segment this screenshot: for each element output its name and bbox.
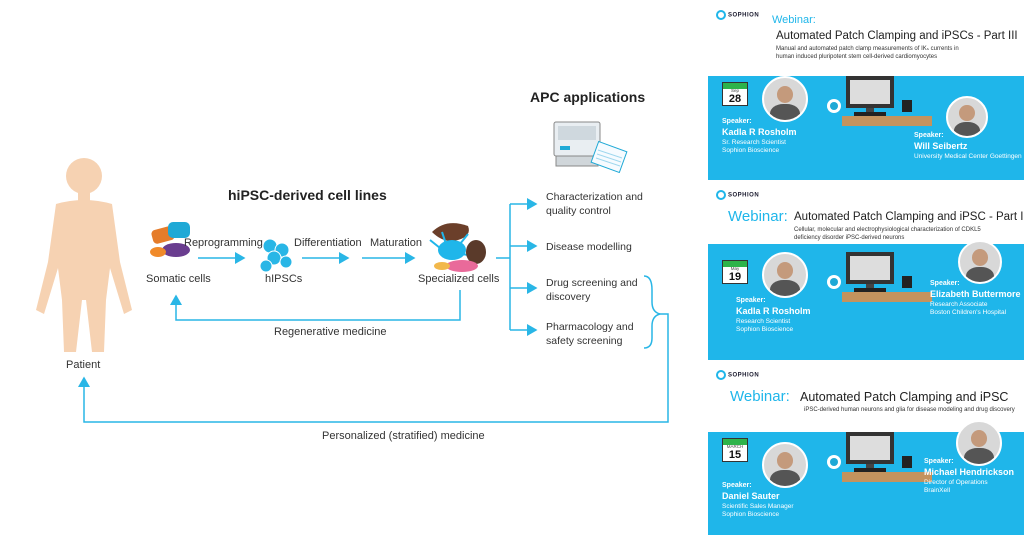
ipsc-workflow-diagram: hiPSC-derived cell lines APC application… xyxy=(36,89,669,442)
sophion-logo: SOPHION xyxy=(716,10,759,20)
hipscs-icon xyxy=(259,238,293,273)
webinar-card-3[interactable]: SOPHION Webinar: Automated Patch Clampin… xyxy=(708,360,1024,535)
webinar-prefix: Webinar: xyxy=(730,388,790,405)
app-pharmacology: Pharmacology and safety screening xyxy=(546,321,634,347)
webinar-subtitle: iPSC-derived human neurons and glia for … xyxy=(804,407,1015,413)
arrow-regenerative-loop xyxy=(170,290,461,321)
app-disease-modelling: Disease modelling xyxy=(546,241,632,253)
label-specialized-cells: Specialized cells xyxy=(418,273,500,285)
computer-desk-icon xyxy=(827,76,932,126)
app-drug-screening: Drug screening and discovery xyxy=(546,277,638,303)
label-regenerative-medicine: Regenerative medicine xyxy=(274,326,387,338)
sophion-logo: SOPHION xyxy=(716,370,759,380)
flow-arrows xyxy=(36,121,669,423)
apc-title: APC applications xyxy=(530,89,646,105)
speaker2-name: Will Seibertz xyxy=(914,141,968,151)
speaker2-photo xyxy=(946,96,988,138)
webinar-card-1[interactable]: SOPHION Webinar: Automated Patch Clampin… xyxy=(708,0,1024,180)
computer-desk-icon xyxy=(827,432,932,482)
webinar-card-2[interactable]: SOPHION Webinar: Automated Patch Clampin… xyxy=(708,180,1024,360)
webinar-subtitle: Manual and automated patch clamp measure… xyxy=(776,46,959,60)
speaker2-photo xyxy=(956,420,1002,466)
speaker1-name: Kadla R Rosholm xyxy=(722,127,797,137)
speaker1-photo xyxy=(762,442,808,488)
speaker2-name: Elizabeth Buttermore xyxy=(930,289,1021,299)
speaker1-photo xyxy=(762,252,808,298)
label-somatic-cells: Somatic cells xyxy=(146,273,211,285)
webinar-title: Automated Patch Clamping and iPSC - Part… xyxy=(794,211,1024,223)
webinar-subtitle: Cellular, molecular and electrophysiolog… xyxy=(794,227,981,241)
webinar-prefix: Webinar: xyxy=(728,208,788,225)
label-reprogramming: Reprogramming xyxy=(184,237,263,249)
arrow-personalized-loop xyxy=(78,313,669,423)
diagram-title: hiPSC-derived cell lines xyxy=(228,187,387,203)
apc-instrument-icon xyxy=(553,121,628,174)
label-differentiation: Differentiation xyxy=(294,237,362,249)
webinar-title: Automated Patch Clamping and iPSC xyxy=(800,390,1009,404)
label-maturation: Maturation xyxy=(370,237,422,249)
speaker1-name: Kadla R Rosholm xyxy=(736,306,811,316)
specialized-cells-icon xyxy=(429,223,486,272)
speaker1-name: Daniel Sauter xyxy=(722,491,780,501)
somatic-cells-icon xyxy=(150,222,190,257)
app-characterization: Characterization and quality control xyxy=(546,191,643,217)
patient-figure xyxy=(36,158,132,352)
sophion-logo: SOPHION xyxy=(716,190,759,200)
webinar-title: Automated Patch Clamping and iPSCs - Par… xyxy=(776,30,1018,42)
computer-desk-icon xyxy=(827,252,932,302)
speaker1-photo xyxy=(762,76,808,122)
webinar-prefix: Webinar: xyxy=(772,14,816,26)
bracket xyxy=(643,275,661,349)
speaker2-name: Michael Hendrickson xyxy=(924,467,1015,477)
label-personalized-medicine: Personalized (stratified) medicine xyxy=(322,430,485,442)
label-hipscs: hIPSCs xyxy=(265,273,303,285)
label-patient: Patient xyxy=(66,359,101,371)
speaker2-photo xyxy=(958,240,1002,284)
